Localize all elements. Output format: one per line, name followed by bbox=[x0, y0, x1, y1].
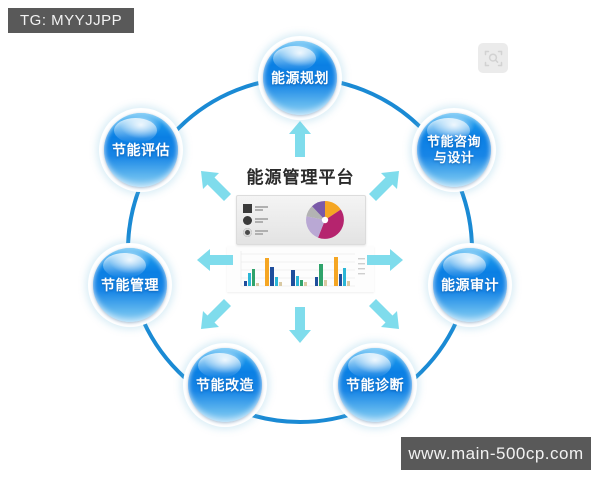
legend-item-text bbox=[254, 229, 268, 235]
center-platform: 能源管理平台 bbox=[218, 163, 383, 297]
arrow-right bbox=[367, 249, 403, 271]
node-sphere: 节能咨询 与设计 bbox=[417, 113, 491, 187]
legend-item bbox=[242, 227, 301, 237]
pie-slice-icon bbox=[242, 215, 252, 225]
legend-item bbox=[242, 215, 301, 225]
node-sphere: 节能管理 bbox=[93, 248, 167, 322]
arrow-left bbox=[197, 249, 233, 271]
gauge-icon bbox=[242, 227, 252, 237]
page-title: 能源管理平台 bbox=[246, 168, 355, 187]
dashboard-pie-card bbox=[235, 195, 366, 245]
zoom-button[interactable] bbox=[478, 43, 508, 73]
arrow-up-right bbox=[369, 171, 399, 201]
dashboard-legend bbox=[237, 203, 301, 237]
node-energy-retrofit[interactable]: 节能改造 bbox=[183, 343, 267, 427]
node-sphere: 能源规划 bbox=[263, 41, 337, 115]
node-label: 能源规划 bbox=[271, 69, 329, 86]
node-energy-assessment[interactable]: 节能评估 bbox=[99, 108, 183, 192]
node-energy-consulting-design[interactable]: 节能咨询 与设计 bbox=[412, 108, 496, 192]
watermark-bottom-right: www.main-500cp.com bbox=[401, 437, 591, 470]
dashboard-pie-chart bbox=[305, 201, 344, 239]
node-energy-audit[interactable]: 能源审计 bbox=[428, 243, 512, 327]
node-sphere: 节能诊断 bbox=[338, 348, 412, 422]
node-label: 节能咨询 与设计 bbox=[426, 134, 481, 165]
node-label: 节能评估 bbox=[112, 141, 170, 158]
legend-item-text bbox=[254, 217, 268, 223]
dashboard-bar-chart bbox=[227, 246, 374, 292]
node-energy-planning[interactable]: 能源规划 bbox=[258, 36, 342, 120]
node-label: 节能改造 bbox=[196, 376, 254, 393]
node-label: 节能诊断 bbox=[346, 376, 404, 393]
node-label: 节能管理 bbox=[101, 276, 159, 293]
arrow-down-right bbox=[369, 299, 399, 329]
legend-item bbox=[242, 203, 301, 213]
arrow-down bbox=[289, 307, 311, 343]
node-sphere: 节能评估 bbox=[104, 113, 178, 187]
scan-zoom-icon bbox=[484, 50, 502, 66]
node-energy-diagnosis[interactable]: 节能诊断 bbox=[333, 343, 417, 427]
node-label: 能源审计 bbox=[441, 276, 499, 293]
legend-item-text bbox=[254, 205, 268, 211]
watermark-top-left: TG: MYYJJPP bbox=[8, 8, 135, 33]
arrow-up-left bbox=[201, 171, 231, 201]
node-sphere: 节能改造 bbox=[188, 348, 262, 422]
node-energy-management[interactable]: 节能管理 bbox=[88, 243, 172, 327]
arrow-up bbox=[289, 121, 311, 157]
node-sphere: 能源审计 bbox=[433, 248, 507, 322]
chart-bar-icon bbox=[242, 203, 252, 213]
arrow-down-left bbox=[201, 299, 231, 329]
